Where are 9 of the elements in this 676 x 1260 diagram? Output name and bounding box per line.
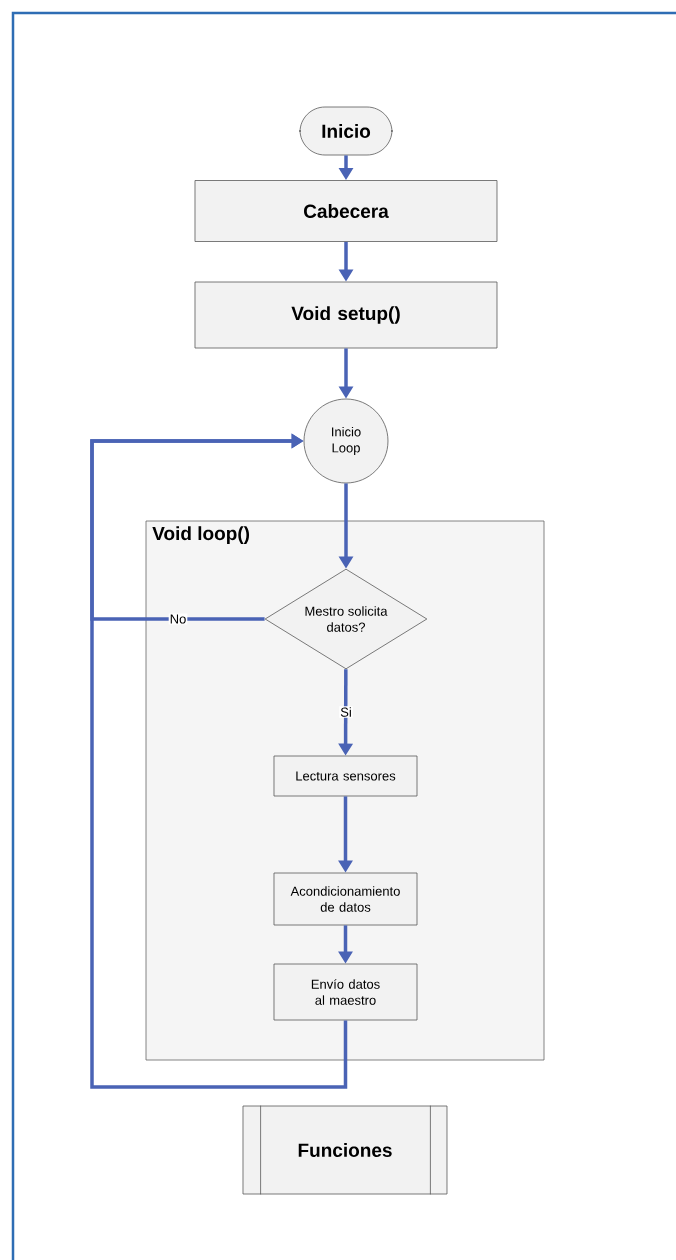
edge-label: No <box>168 613 188 625</box>
subprocess-box: Funciones <box>242 1105 448 1195</box>
terminal-box: Inicio <box>299 106 393 156</box>
process-box: Lectura sensores <box>273 755 418 797</box>
process-box: Acondicionamiento de datos <box>273 872 418 926</box>
process-box: Void setup() <box>194 281 498 349</box>
process-box: Cabecera <box>194 180 498 242</box>
edge-label: Si <box>339 706 353 718</box>
process-box: Envío datos al maestro <box>273 963 418 1021</box>
